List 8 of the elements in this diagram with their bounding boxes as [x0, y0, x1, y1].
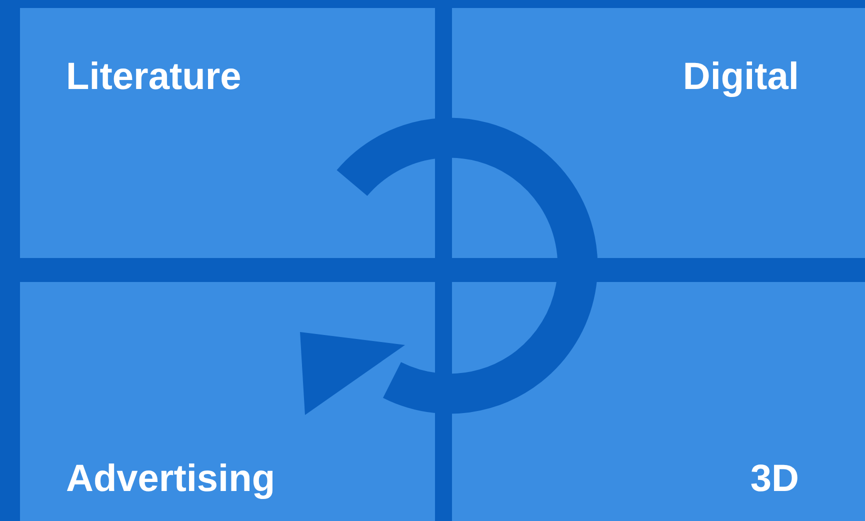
- quadrant-panel: [452, 8, 865, 258]
- quadrant-panel: [20, 282, 435, 521]
- quadrant-panel: [452, 282, 865, 521]
- quadrant-title: Advertising: [66, 458, 276, 501]
- quadrant-title: Digital: [682, 56, 799, 99]
- quadrant-panel: [20, 8, 435, 258]
- quadrant-title: 3D: [750, 458, 799, 501]
- quadrant-title: Literature: [66, 56, 242, 99]
